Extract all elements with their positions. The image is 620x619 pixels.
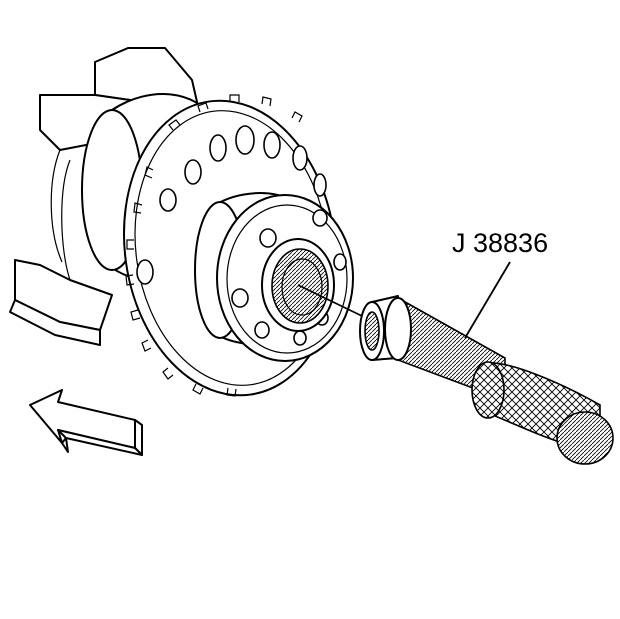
threaded-tool-j38836 (359, 261, 614, 465)
crank-hub (194, 192, 363, 362)
arrow-left-icon (29, 389, 143, 456)
tool-number-label: J 38836 (452, 228, 549, 258)
